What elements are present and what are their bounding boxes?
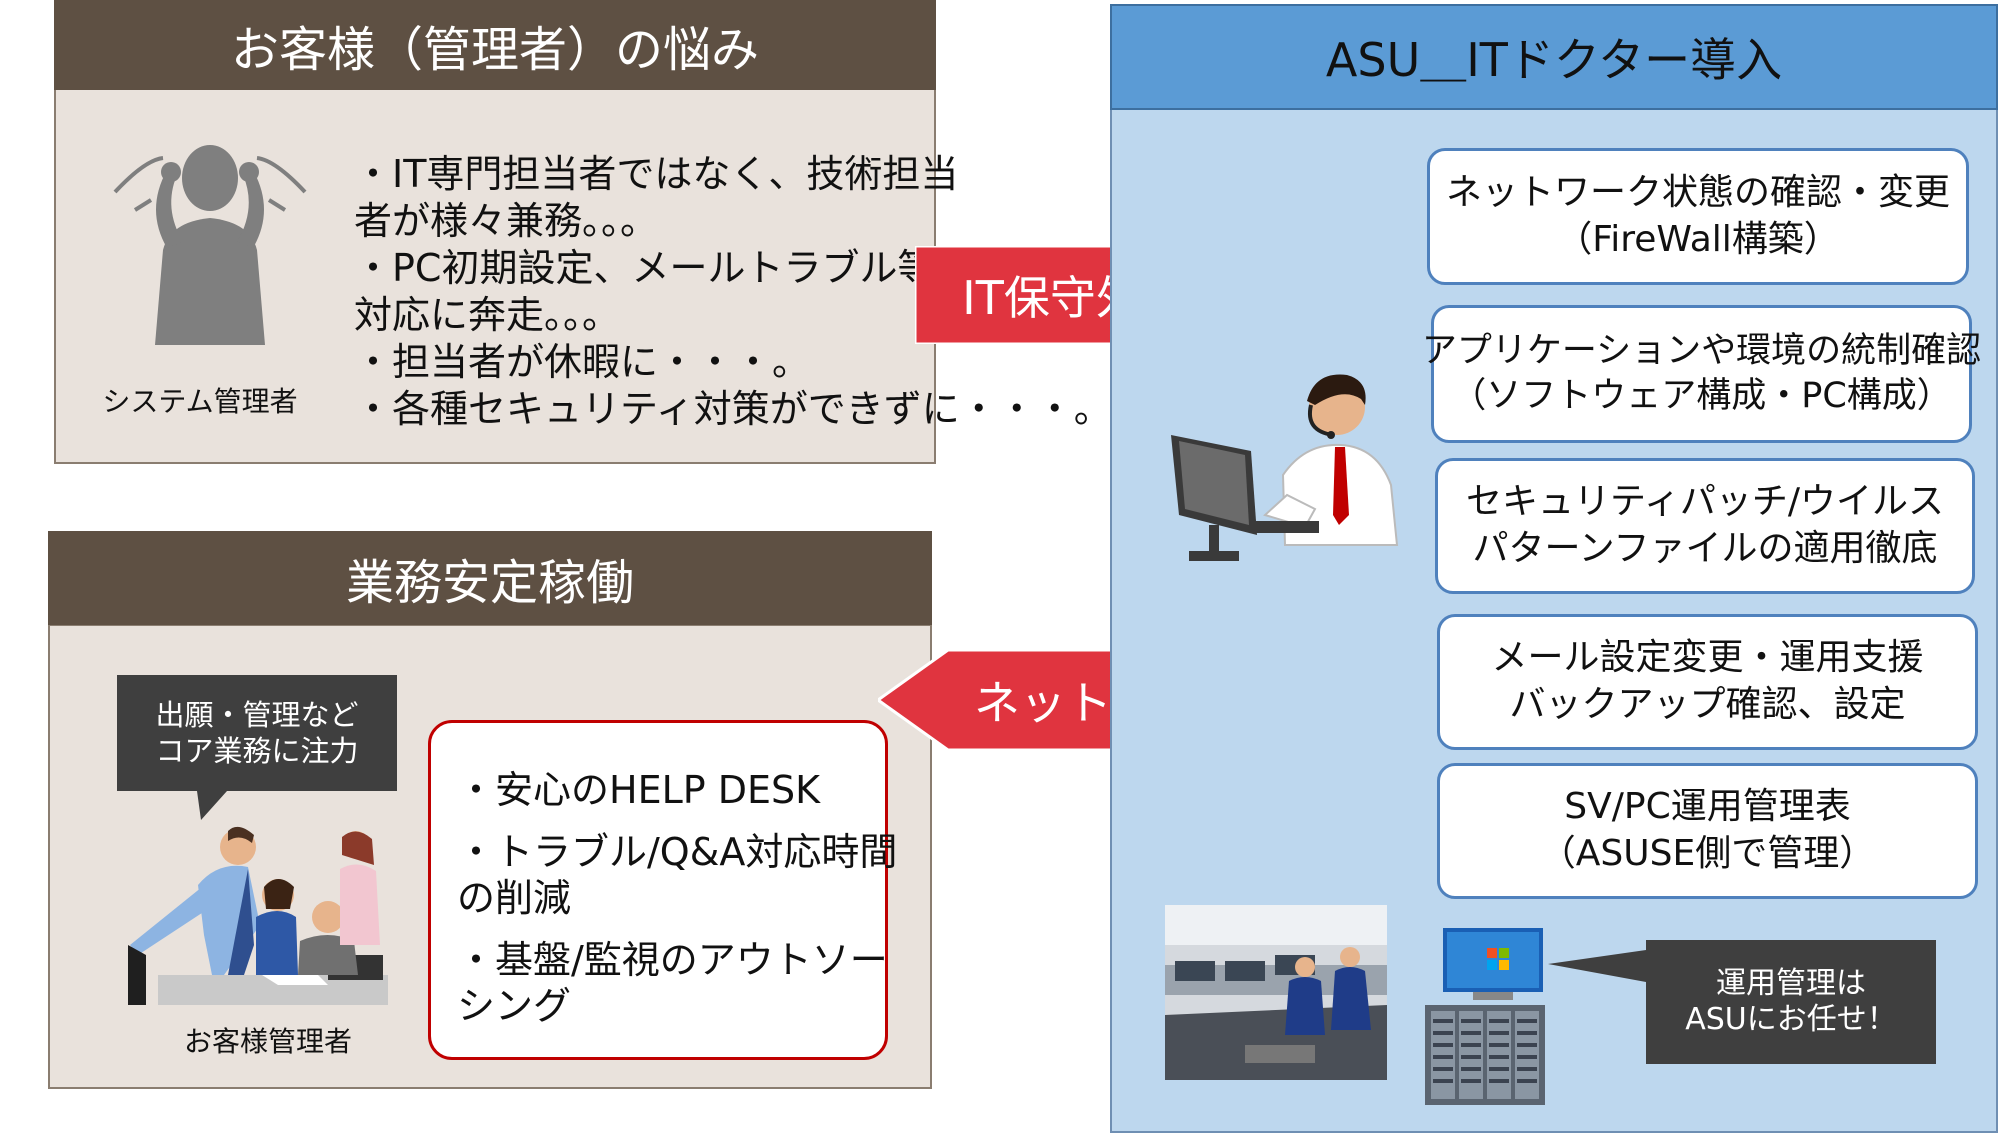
asu-callout-text: 運用管理は ASUにお任せ！ (1685, 966, 1897, 1037)
benefit-line: シング (457, 984, 572, 1028)
benefit-line: ・トラブル/Q&A対応時間 (457, 830, 898, 874)
benefit-line: の削減 (457, 876, 572, 920)
concern-line: ・PC初期設定、メールトラブル等の (354, 246, 974, 290)
core-business-callout-text: 出願・管理など コア業務に注力 (155, 698, 359, 768)
team-meeting-icon (128, 825, 408, 1010)
operations-center-image (1165, 905, 1387, 1080)
benefits-box: ・安心のHELP DESK ・トラブル/Q&A対応時間 の削減 ・基盤/監視のア… (428, 720, 898, 1060)
windows-desktop-icon (1443, 928, 1543, 1000)
customer-admin-label: お客様管理者 (183, 1025, 352, 1058)
help-desk-operator-icon (1165, 365, 1405, 570)
concern-line: ・IT専門担当者ではなく、技術担当 (354, 152, 959, 196)
service-application-control: アプリケーションや環境の統制確認 （ソフトウェア構成・PC構成） (1422, 305, 1981, 443)
stressed-admin-icon (105, 130, 315, 345)
system-admin-label: システム管理者 (102, 385, 298, 418)
concerns-title: お客様（管理者）の悩み (54, 0, 936, 90)
service-network: ネットワーク状態の確認・変更 （FireWall構築） (1427, 148, 1969, 285)
stable-operation-title: 業務安定稼働 (48, 531, 932, 625)
service-mail-backup: メール設定変更・運用支援 バックアップ確認、設定 (1437, 614, 1978, 750)
concern-line: ・各種セキュリティ対策ができずに・・・。 (354, 387, 1112, 431)
concern-line: 者が様々兼務。。。 (354, 199, 659, 243)
service-management-table: SV/PC運用管理表 （ASUSE側で管理） (1437, 763, 1978, 899)
service-security-patch: セキュリティパッチ/ウイルス パターンファイルの適用徹底 (1435, 458, 1975, 594)
concern-line: ・担当者が休暇に・・・。 (354, 340, 811, 384)
asu-title: ASU＿ITドクター導入 (1110, 4, 1998, 110)
concern-line: 対応に奔走。。。 (354, 293, 621, 337)
asu-callout (1548, 940, 1936, 1064)
server-rack-icon (1425, 1005, 1545, 1105)
concerns-list: ・IT専門担当者ではなく、技術担当 者が様々兼務。。。 ・PC初期設定、メールト… (354, 151, 1112, 433)
core-business-callout (117, 675, 397, 820)
benefit-line: ・安心のHELP DESK (457, 768, 821, 812)
benefit-line: ・基盤/監視のアウトソー (457, 938, 888, 982)
